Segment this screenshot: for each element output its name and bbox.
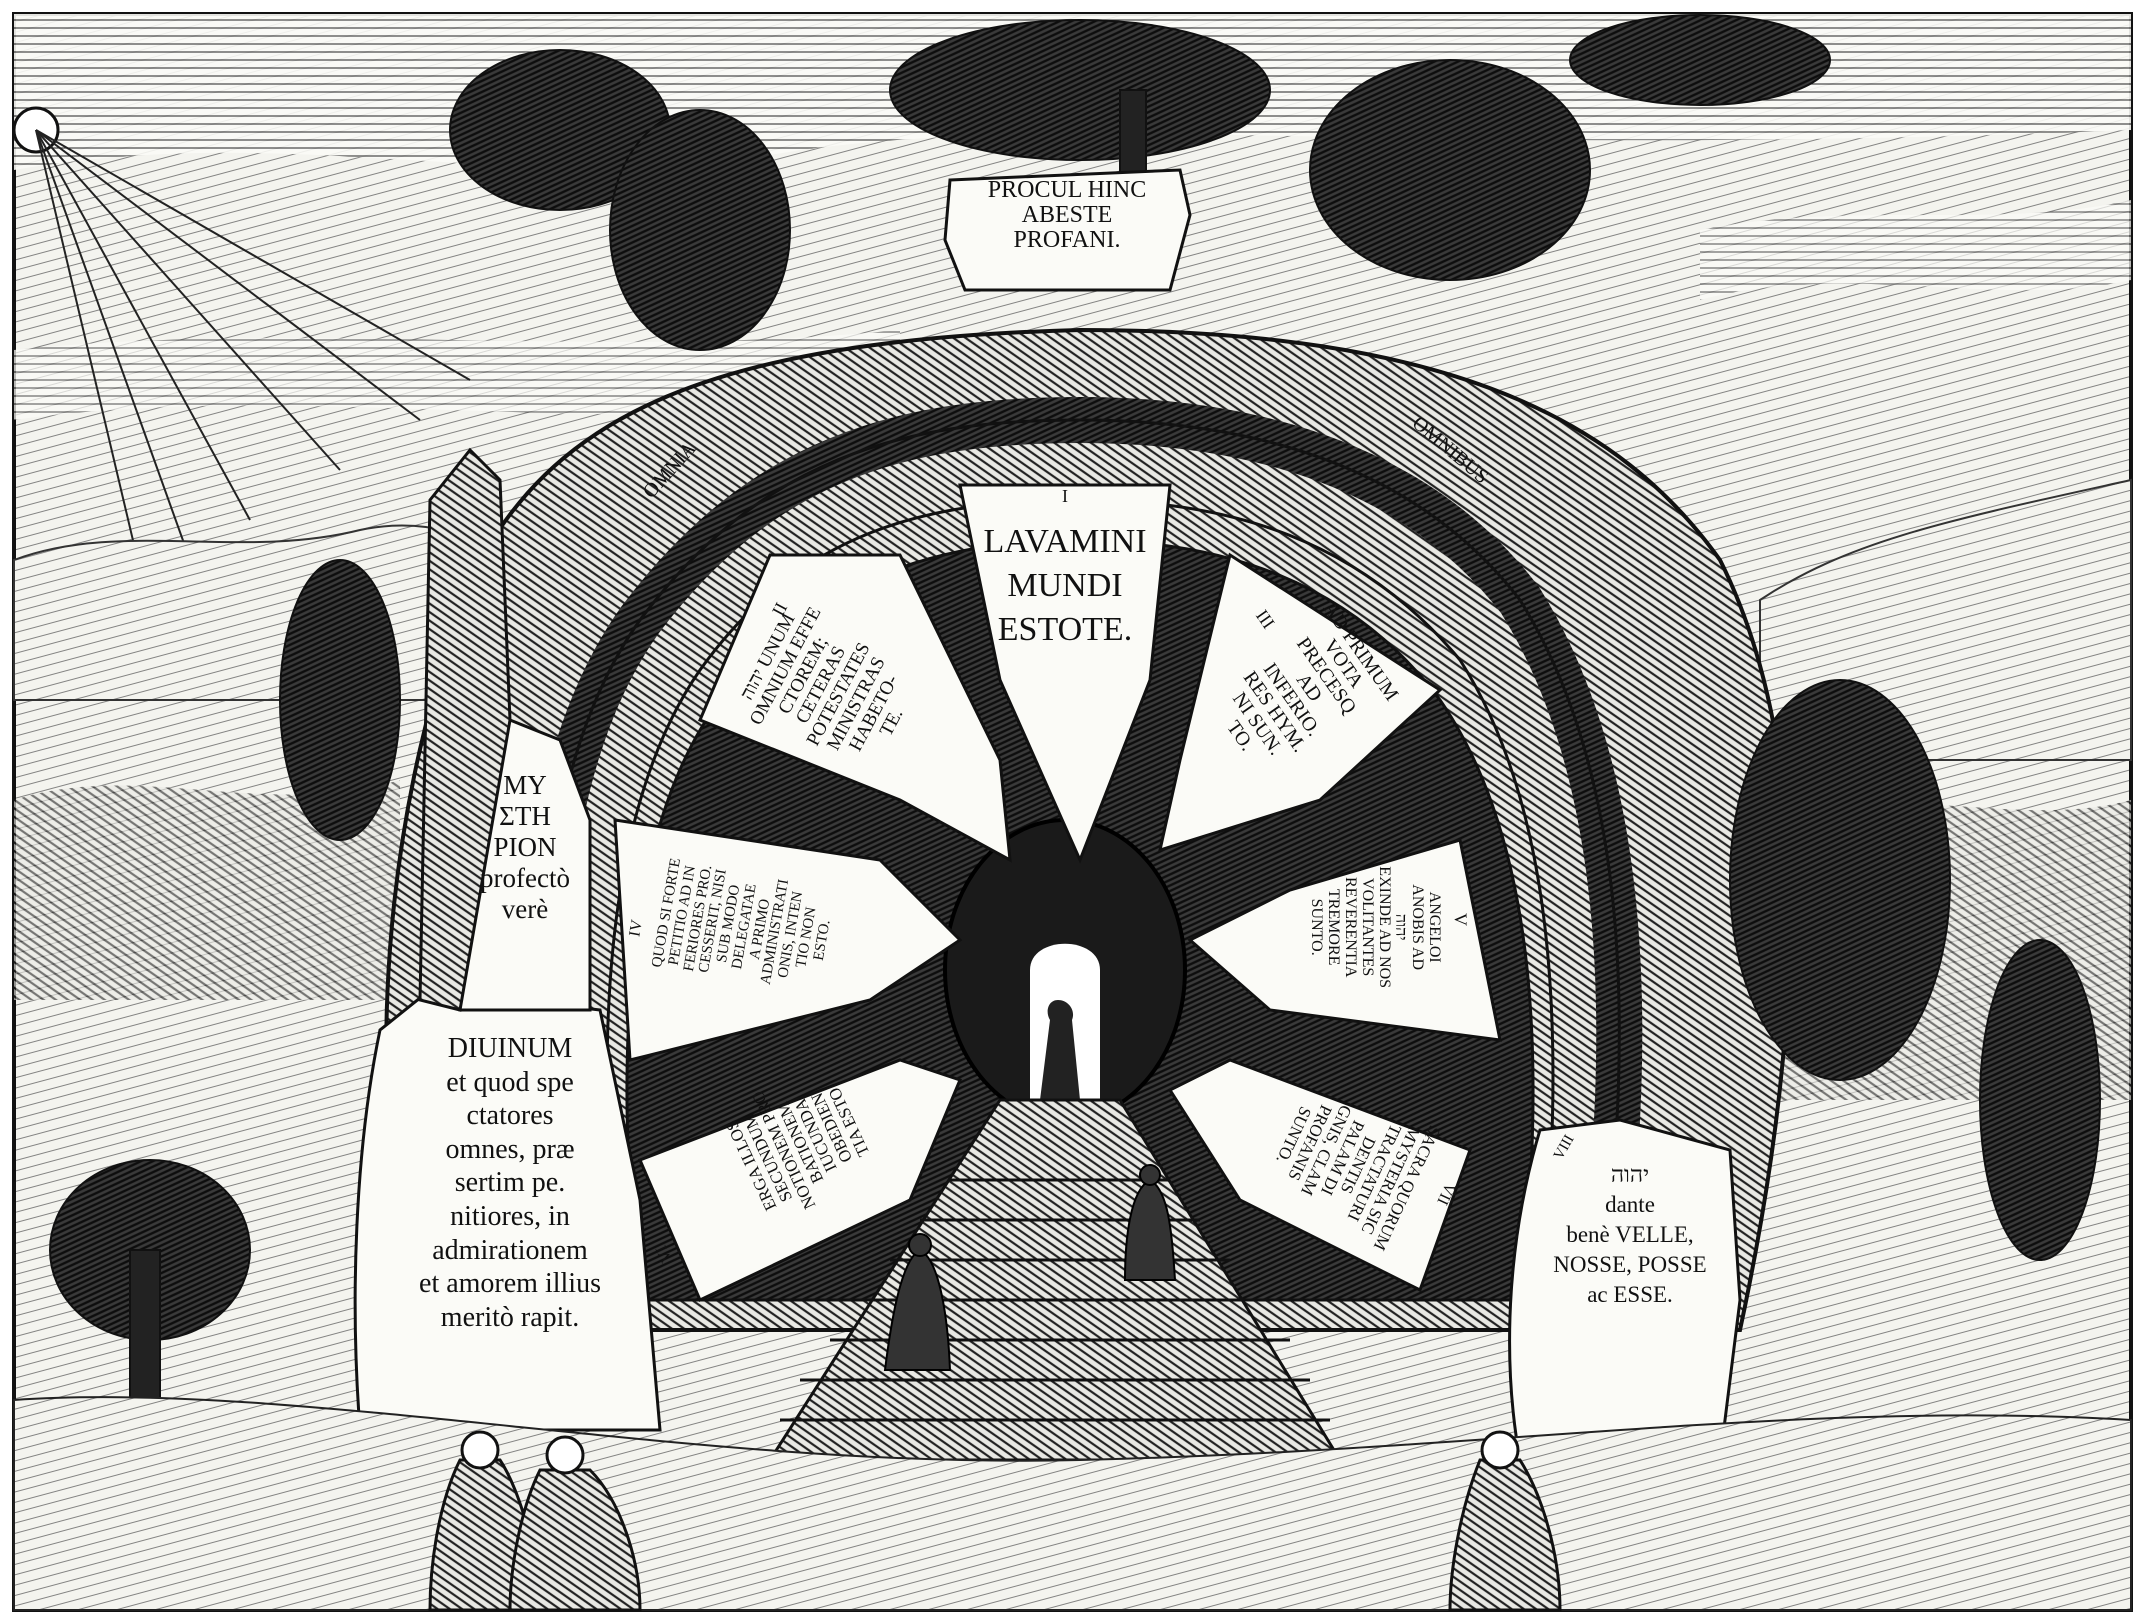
ray-left-shape <box>613 818 963 1062</box>
foreground-figures <box>428 1430 1562 1612</box>
left-rock-spire <box>418 447 512 1012</box>
pilgrim-figures <box>883 1164 1177 1371</box>
ray-right-numeral: V <box>1450 912 1471 926</box>
right-stone-inscription: יהוה dante benè VELLE, NOSSE, POSSE ac E… <box>1553 1162 1707 1307</box>
ray-center-text: LAVAMINI MUNDI ESTOTE. <box>983 523 1147 649</box>
ray-plaques <box>613 483 1502 1303</box>
left-stone-top-inscription: MY ΣTH PION profectò verè <box>480 770 570 925</box>
right-stone <box>1508 1118 1742 1462</box>
sun <box>12 106 471 571</box>
left-tall-stone <box>353 988 662 1432</box>
side-trees <box>49 559 2101 1451</box>
figure-in-light <box>1040 1000 1080 1100</box>
top-banner-stone <box>943 168 1192 292</box>
top-trees <box>449 14 1831 351</box>
ray-lower-left-shape <box>638 1058 963 1303</box>
ray-right-shape <box>1187 838 1502 1042</box>
ray-right-text: ANGELOI ANOBIS AD יהוה EXINDE AD NOS VOL… <box>1308 866 1444 989</box>
top-banner-inscription: PROCUL HINC ABESTE PROFANI. <box>987 177 1147 254</box>
ray-left-text: QUOD SI FORTE PETITIO AD IN FERIORES PRO… <box>649 856 834 986</box>
ray-upper-right-shape <box>1157 552 1443 853</box>
ray-lower-right-shape <box>1167 1058 1472 1293</box>
ray-center-numeral: I <box>1062 486 1068 506</box>
left-stone-bottom-inscription: DIUINUM et quod spe ctatores omnes, præ … <box>419 1033 601 1333</box>
ray-upper-left-shape <box>698 553 1012 863</box>
ray-center-shape <box>958 483 1172 864</box>
